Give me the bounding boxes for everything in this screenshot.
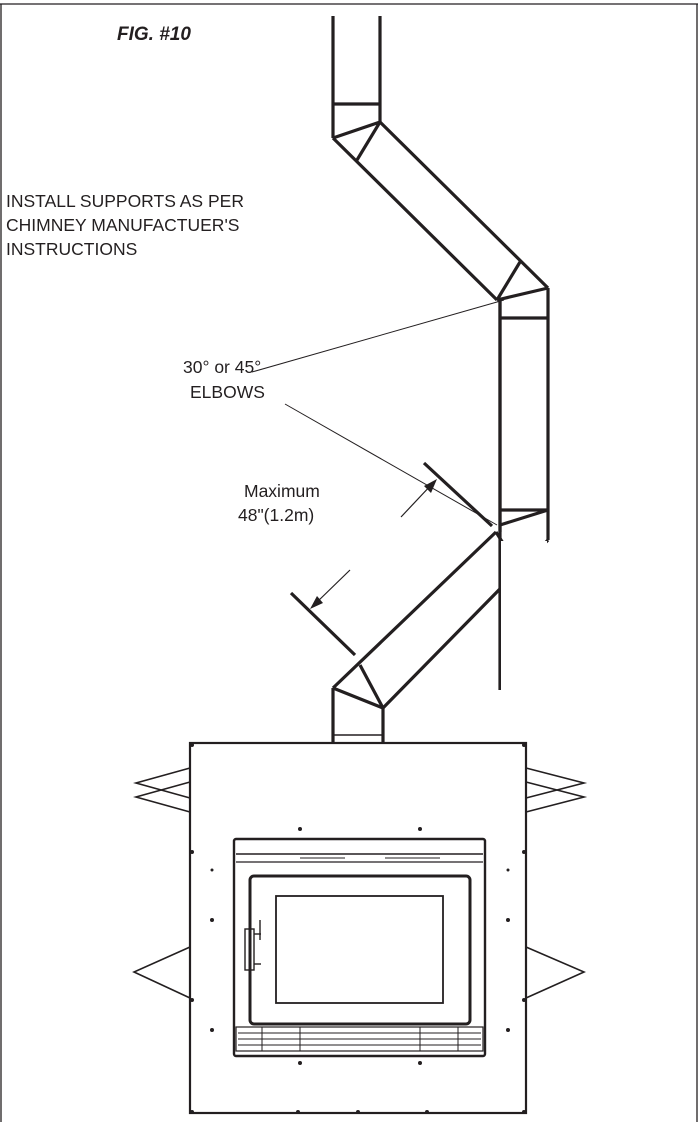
left-lower-standoff [132, 946, 191, 999]
dimension-arrowhead-lower [310, 596, 323, 609]
note-line-3: INSTRUCTIONS [6, 239, 137, 259]
upper-diagonal-pipe [331, 120, 550, 302]
dimension-marks [289, 461, 494, 657]
elbow-leaders [251, 299, 505, 526]
figure-title: FIG. #10 [117, 24, 191, 45]
dimension-arrow-line-lower [314, 569, 351, 605]
dimension-tick-lower [289, 591, 357, 657]
dimension-tick-upper [422, 461, 494, 528]
note-line-1: INSTALL SUPPORTS AS PER [6, 191, 244, 211]
glass-window [275, 895, 444, 1004]
elbows-label-line-2: ELBOWS [190, 382, 265, 402]
enclosure-outline [188, 741, 528, 1115]
dimension-label-line-2: 48"(1.2m) [238, 505, 314, 525]
bottom-vertical-pipe [331, 688, 385, 742]
left-upper-standoff [133, 767, 191, 799]
dimension-label-line-1: Maximum [244, 481, 320, 501]
bottom-grille [235, 1026, 484, 1052]
firebox-outer-frame [232, 837, 487, 1058]
upper-offset-elbow [495, 261, 549, 320]
right-upper-standoff-2 [525, 781, 588, 813]
right-lower-standoff [525, 946, 586, 999]
elbows-label-line-1: 30° or 45° [183, 357, 261, 377]
standoff-brackets [132, 767, 588, 999]
top-elbow [332, 102, 382, 161]
bottom-elbow [332, 664, 385, 710]
firebox [210, 827, 510, 1065]
fasteners [210, 827, 510, 1065]
top-vertical-pipe [331, 16, 382, 138]
door-handle [244, 920, 261, 971]
door-frame [248, 874, 472, 1026]
dimension-arrowhead-upper [424, 479, 437, 493]
note-line-2: CHIMNEY MANUFACTUER'S [6, 215, 239, 235]
left-upper-standoff-2 [133, 781, 191, 813]
mask [501, 541, 547, 691]
fireplace-enclosure [188, 741, 528, 1115]
right-upper-standoff [525, 767, 588, 799]
page-frame [0, 3, 698, 1122]
